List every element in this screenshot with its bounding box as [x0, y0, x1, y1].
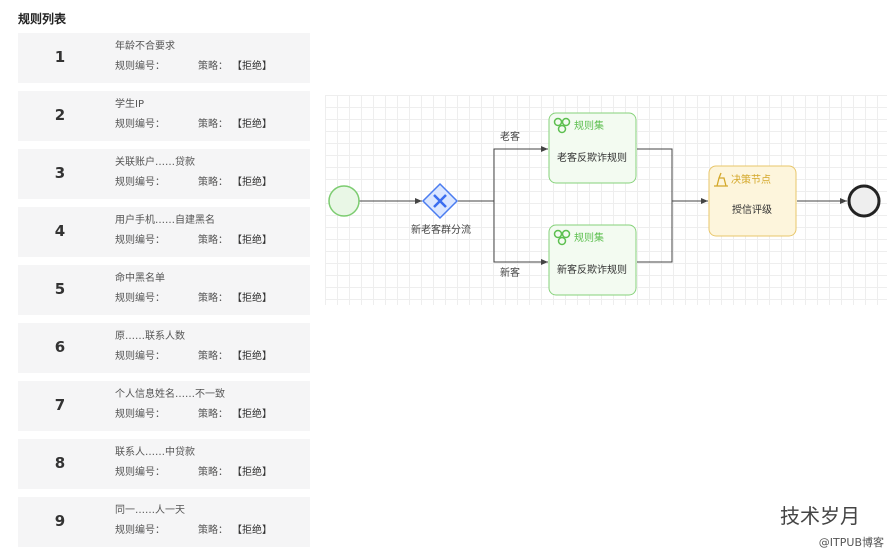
rule-policy-label: 策略： — [198, 351, 228, 362]
decision-icon — [714, 172, 728, 187]
rule-policy-value: 【拒绝】 — [232, 61, 272, 72]
end-event[interactable] — [847, 184, 881, 218]
rule-card[interactable]: 3 关联账户……贷款 规则编号： 策略： 【拒绝】 — [18, 149, 310, 199]
gateway-label: 新老客群分流 — [411, 223, 471, 236]
ruleset-icon — [553, 117, 571, 134]
rule-name: 关联账户……贷款 — [115, 157, 195, 168]
rule-policy-value: 【拒绝】 — [232, 235, 272, 246]
rule-code-label: 规则编号： — [115, 467, 165, 478]
ruleset-node-old[interactable]: 规则集 老客反欺诈规则 — [548, 112, 637, 184]
decision-tag: 决策节点 — [731, 173, 771, 186]
rule-list-title: 规则列表 — [18, 12, 67, 26]
rule-code-label: 规则编号： — [115, 61, 165, 72]
gateway-x-icon — [433, 194, 447, 208]
rule-code-label: 规则编号： — [115, 293, 165, 304]
rule-policy-label: 策略： — [198, 525, 228, 536]
rule-card[interactable]: 2 学生IP 规则编号： 策略： 【拒绝】 — [18, 91, 310, 141]
rule-name: 年龄不合要求 — [115, 41, 175, 52]
rule-card[interactable]: 7 个人信息姓名……不一致 规则编号： 策略： 【拒绝】 — [18, 381, 310, 431]
rule-number: 8 — [54, 454, 66, 472]
rule-card[interactable]: 8 联系人……中贷款 规则编号： 策略： 【拒绝】 — [18, 439, 310, 489]
rule-card[interactable]: 4 用户手机……自建黑名 规则编号： 策略： 【拒绝】 — [18, 207, 310, 257]
rule-code-label: 规则编号： — [115, 525, 165, 536]
rule-number: 5 — [54, 280, 66, 298]
branch-new-label: 新客 — [500, 266, 520, 279]
rule-code-label: 规则编号： — [115, 351, 165, 362]
branch-old-label: 老客 — [500, 130, 520, 143]
rule-code-label: 规则编号： — [115, 177, 165, 188]
rule-code-label: 规则编号： — [115, 409, 165, 420]
rule-number: 2 — [54, 106, 66, 124]
rule-number: 7 — [54, 396, 66, 414]
decision-name: 授信评级 — [732, 203, 772, 216]
rule-code-label: 规则编号： — [115, 235, 165, 246]
ruleset-tag: 规则集 — [574, 119, 604, 132]
rule-policy-value: 【拒绝】 — [232, 467, 272, 478]
rule-number: 3 — [54, 164, 66, 182]
rule-name: 个人信息姓名……不一致 — [115, 389, 225, 400]
decision-node[interactable]: 决策节点 授信评级 — [708, 165, 797, 237]
rule-policy-value: 【拒绝】 — [232, 409, 272, 420]
rule-policy-value: 【拒绝】 — [232, 525, 272, 536]
rule-number: 6 — [54, 338, 66, 356]
rule-policy-label: 策略： — [198, 409, 228, 420]
rule-code-label: 规则编号： — [115, 119, 165, 130]
rule-policy-label: 策略： — [198, 177, 228, 188]
rule-policy-label: 策略： — [198, 235, 228, 246]
rule-policy-value: 【拒绝】 — [232, 293, 272, 304]
rule-number: 4 — [54, 222, 66, 240]
flow-canvas[interactable]: 新老客群分流 老客 新客 规则集 老客反欺诈规则 规则集 新客反欺诈规则 决策节… — [325, 95, 887, 305]
rule-number: 1 — [54, 48, 66, 66]
rule-policy-label: 策略： — [198, 61, 228, 72]
rule-name: 联系人……中贷款 — [115, 447, 195, 458]
rule-policy-label: 策略： — [198, 467, 228, 478]
rule-card[interactable]: 6 原……联系人数 规则编号： 策略： 【拒绝】 — [18, 323, 310, 373]
rule-card[interactable]: 5 命中黑名单 规则编号： 策略： 【拒绝】 — [18, 265, 310, 315]
rule-name: 命中黑名单 — [115, 273, 165, 284]
rule-policy-value: 【拒绝】 — [232, 177, 272, 188]
rule-card[interactable]: 9 同一……人一天 规则编号： 策略： 【拒绝】 — [18, 497, 310, 547]
start-event[interactable] — [328, 185, 360, 217]
ruleset-node-new[interactable]: 规则集 新客反欺诈规则 — [548, 224, 637, 296]
rule-name: 学生IP — [115, 99, 144, 110]
rule-number: 9 — [54, 512, 66, 530]
rule-card[interactable]: 1 年龄不合要求 规则编号： 策略： 【拒绝】 — [18, 33, 310, 83]
rule-policy-value: 【拒绝】 — [232, 351, 272, 362]
rule-policy-label: 策略： — [198, 119, 228, 130]
ruleset-icon — [553, 229, 571, 246]
rule-policy-label: 策略： — [198, 293, 228, 304]
ruleset-name: 新客反欺诈规则 — [557, 263, 627, 276]
ruleset-tag: 规则集 — [574, 231, 604, 244]
rule-name: 原……联系人数 — [115, 331, 185, 342]
watermark-main: 技术岁月 — [780, 504, 860, 528]
rule-name: 用户手机……自建黑名 — [115, 215, 215, 226]
rule-policy-value: 【拒绝】 — [232, 119, 272, 130]
ruleset-name: 老客反欺诈规则 — [557, 151, 627, 164]
watermark-sub: @ITPUB博客 — [818, 536, 884, 549]
rule-name: 同一……人一天 — [115, 505, 185, 516]
